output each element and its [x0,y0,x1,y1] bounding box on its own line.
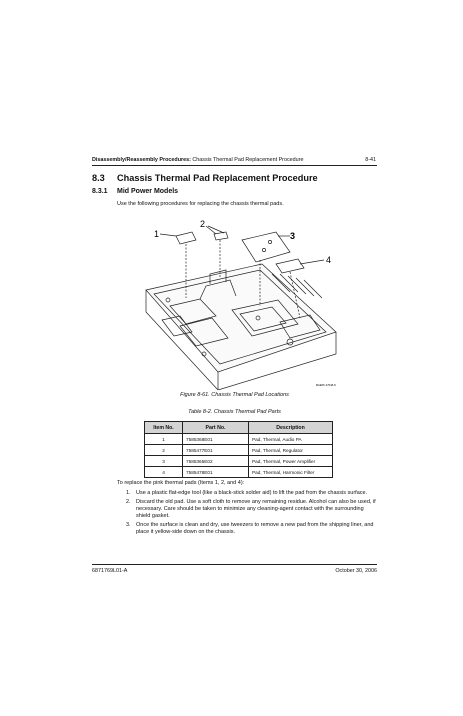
compartment-c [161,315,193,337]
table-caption: Table 8-2. Chassis Thermal Pad Parts [188,409,281,415]
cell-part-no: 7585478E01 [182,466,249,478]
pa-shield [231,299,299,337]
table-row: 3 7585365E02 Pad, Thermal, Power Amplifi… [144,455,333,467]
screw-boss [201,351,207,357]
header-rule [92,165,377,166]
cell-item-no: 4 [144,466,183,478]
subsection-title: Mid Power Models [117,188,179,195]
table-row: 2 7585477E01 Pad, Thermal, Regulator [144,444,333,456]
regulator-tower [209,269,227,284]
header-page-number: 8-41 [365,157,376,163]
step-number: 2. [126,498,131,505]
figure-image-id: MAEPF-27648-O [316,383,336,387]
chassis-outline [145,263,337,373]
chassis-thermal-pad-figure: 1 2 3 4 MAEPF-27648-O [145,219,337,390]
callout-label-2: 2 [200,219,205,229]
parts-table: Item No. Part No. Description 1 7585368E… [144,421,333,478]
step-text: Use a plastic flat-edge tool (like a bla… [136,490,368,496]
section-number: 8.3 [92,173,105,183]
step-text: Once the surface is clean and dry, use t… [136,521,374,536]
callout-arrow-2b [207,225,225,234]
cell-description: Pad, Thermal, Harmonic Filter [248,466,333,478]
table-row: 4 7585478E01 Pad, Thermal, Harmonic Filt… [144,466,333,478]
running-header: Disassembly/Reassembly Procedures: Chass… [92,157,376,163]
chassis-front-wall [217,332,337,390]
section-heading: 8.3 Chassis Thermal Pad Replacement Proce… [92,173,318,183]
cell-item-no: 1 [144,433,183,445]
cell-part-no: 7585477E01 [182,444,249,456]
step-text: Discard the old pad. Use a soft cloth to… [136,498,376,520]
col-description: Description [248,421,333,434]
step-number: 3. [126,521,131,528]
subsection-heading: 8.3.1 Mid Power Models [92,188,178,195]
screw-boss [286,338,294,346]
procedure-steps: 1. Use a plastic flat-edge tool (like a b… [126,490,376,538]
section-title: Chassis Thermal Pad Replacement Procedur… [117,173,318,183]
subsection-number: 8.3.1 [92,188,108,195]
col-item-no: Item No. [144,421,183,434]
callout-label-1: 1 [154,229,159,239]
thermal-pad-4 [275,258,305,274]
list-item: 3. Once the surface is clean and dry, use… [126,522,376,537]
heatsink-fin [271,273,291,293]
screw-boss [255,315,261,321]
regulator-block [199,279,237,300]
header-section-title: Chassis Thermal Pad Replacement Procedur… [190,157,304,163]
cell-item-no: 2 [144,444,183,456]
col-part-no: Part No. [182,421,249,434]
cell-description: Pad, Thermal, Power Amplifier [248,455,333,467]
chassis-left-wall [145,290,219,390]
compartment-b [179,317,229,347]
header-section-bold: Disassembly/Reassembly Procedures: [92,157,191,163]
callout-label-4: 4 [326,255,331,265]
compartment-a [169,298,217,325]
cell-part-no: 7585365E02 [182,455,249,467]
thermal-pad-1 [175,231,197,245]
list-item: 1. Use a plastic flat-edge tool (like a b… [126,490,376,497]
cell-description: Pad, Thermal, Regulator [248,444,333,456]
callout-label-3: 3 [290,231,295,241]
cell-part-no: 7585368E01 [182,433,249,445]
pad-hole [268,240,272,244]
screw-boss [165,297,171,303]
procedure-lead: To replace the pink thermal pads (Items … [117,480,245,486]
footer-date: October 30, 2006 [335,568,377,574]
pa-shield-inner [239,306,287,332]
callout-arrow-1 [159,233,177,237]
pad-hole [262,248,266,252]
chassis-inner-rim [153,269,327,365]
table-row: 1 7585368E01 Pad, Thermal, Audio PA [144,433,333,445]
callout-arrow-2a [205,225,217,235]
list-item: 2. Discard the old pad. Use a soft cloth … [126,499,376,521]
thermal-pad-2 [213,231,229,241]
thermal-pad-3 [241,231,291,263]
cell-item-no: 3 [144,455,183,467]
step-number: 1. [126,490,131,496]
figure-caption: Figure 8-61. Chassis Thermal Pad Locatio… [180,392,289,398]
footer-rule [92,564,377,565]
intro-text: Use the following procedures for replaci… [117,201,284,207]
footer-doc-number: 6871769L01-A [92,568,128,574]
heatsink-fin [279,273,299,293]
callout-arrow-4 [299,259,325,265]
table-header-row: Item No. Part No. Description [144,421,333,434]
cell-description: Pad, Thermal, Audio PA [248,433,333,445]
leader-drop-4 [289,271,301,319]
heatsink-fin [287,275,307,295]
heatsink-fin [303,279,323,299]
heatsink-fin [295,277,315,297]
